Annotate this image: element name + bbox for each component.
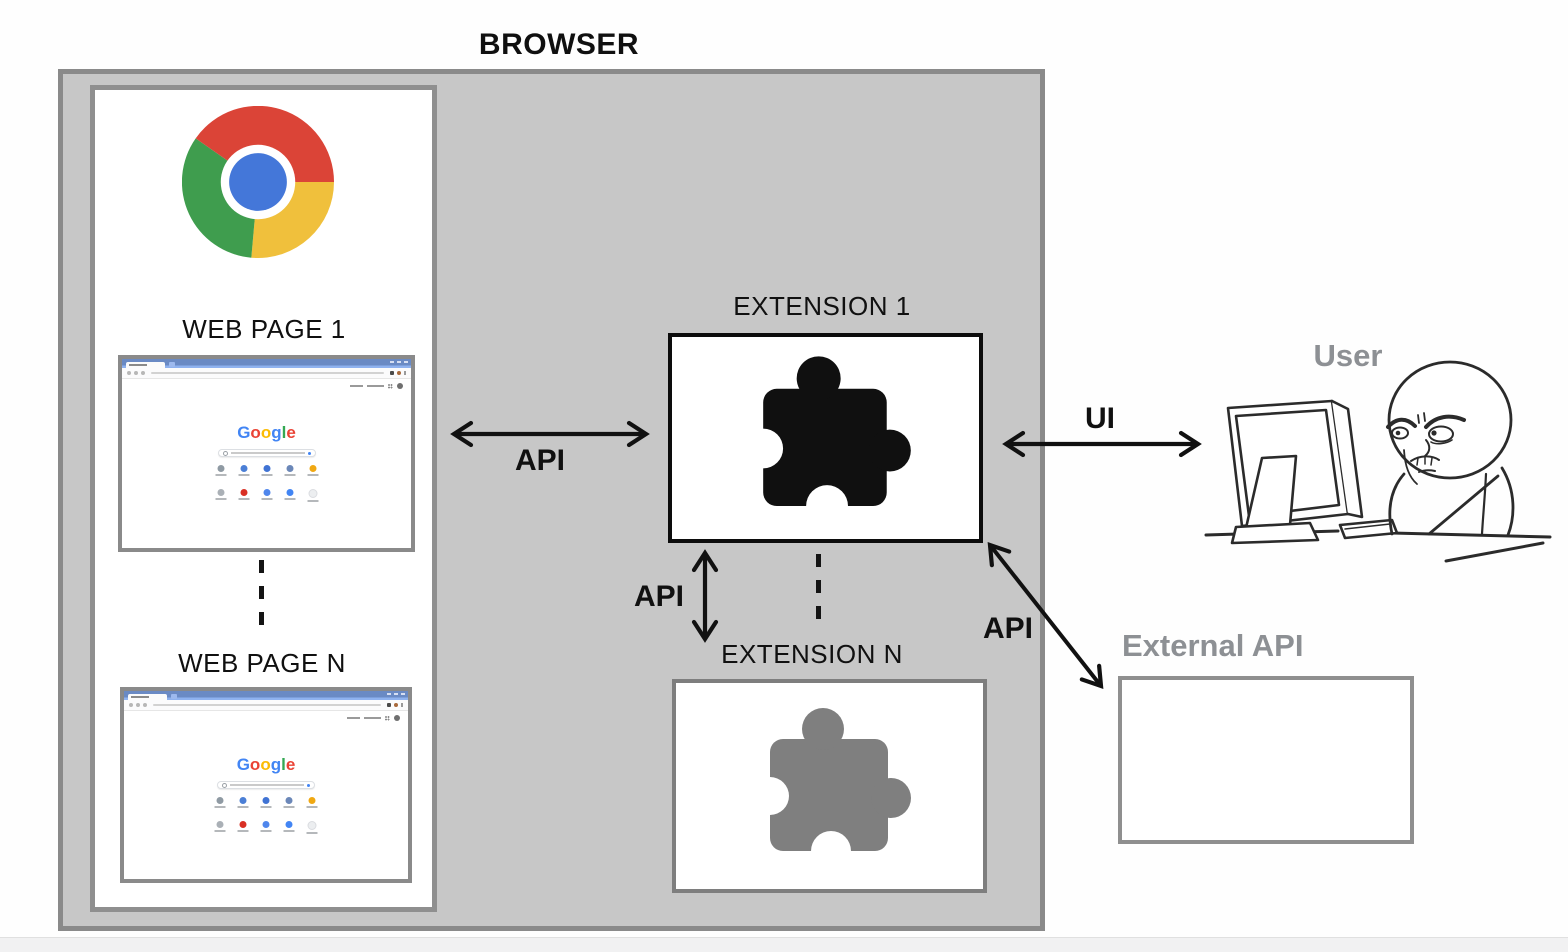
ui-arrow-extension-user (1002, 430, 1202, 458)
browser-title: BROWSER (478, 28, 640, 61)
mini-avatar (397, 383, 403, 389)
page-bottom-strip (0, 937, 1568, 952)
mini-shortcut (237, 797, 249, 808)
mini-shortcut-row (214, 797, 318, 808)
mini-shortcut (306, 821, 318, 834)
mini-google-logo: Google (236, 755, 296, 774)
web-page-n-thumbnail: Google (120, 687, 412, 883)
mini-new-tab-button (169, 362, 175, 367)
api-arrow-extension-external (987, 541, 1104, 690)
pages-ellipsis-dashed-line (259, 560, 264, 632)
mini-shortcut (307, 489, 318, 502)
mini-forward-icon (136, 703, 140, 707)
mini-extension-icon (394, 703, 398, 707)
mini-shortcut (215, 465, 226, 476)
external-api-label: External API (1122, 628, 1304, 663)
mini-browser-tab (126, 362, 165, 368)
extension-1-label: EXTENSION 1 (733, 291, 911, 321)
mini-shortcut (283, 797, 295, 808)
mini-browser-titlebar (122, 359, 411, 368)
mini-browser-toolbar (122, 368, 411, 379)
mini-shortcut (215, 489, 226, 502)
mini-shortcut-row (215, 489, 318, 502)
mini-shortcut (283, 821, 295, 834)
mini-browser-titlebar (124, 691, 408, 700)
extensions-ellipsis-dashed-line (816, 554, 821, 628)
mini-shortcut (284, 489, 295, 502)
mini-shortcut (214, 821, 226, 834)
mini-address-bar (153, 704, 381, 706)
mini-apps-grid-icon (385, 715, 390, 721)
mini-shortcut-row (215, 465, 318, 476)
mini-menu-icon (401, 703, 403, 707)
mini-browser-tab (128, 694, 167, 700)
mini-profile-icon (387, 703, 391, 707)
mini-address-bar (151, 372, 384, 374)
mini-shortcut (237, 821, 249, 834)
mini-apps-grid-icon (388, 383, 393, 389)
mini-shortcut (260, 797, 272, 808)
mini-shortcut (284, 465, 295, 476)
mini-search-icon (222, 782, 227, 788)
web-page-1-label: WEB PAGE 1 (182, 314, 346, 344)
mini-shortcut (214, 797, 226, 808)
extension-n-box (672, 679, 987, 893)
api-arrow-pages-extension (450, 420, 650, 448)
mini-refresh-icon (143, 703, 147, 707)
mini-shortcut-row (214, 821, 318, 834)
mini-back-icon (129, 703, 133, 707)
chrome-logo-icon (182, 106, 334, 258)
mini-profile-icon (390, 371, 394, 375)
mini-forward-icon (134, 371, 138, 375)
mini-back-icon (127, 371, 131, 375)
mini-mic-icon (307, 783, 310, 787)
mini-mic-icon (307, 451, 311, 455)
user-label: User (1313, 338, 1383, 373)
user-at-computer-illustration (1204, 360, 1552, 563)
mini-shortcut (260, 821, 272, 834)
ui-label: UI (1085, 402, 1115, 435)
api-extensions-label: API (633, 580, 685, 613)
mini-google-logo: Google (237, 423, 296, 442)
web-page-1-thumbnail: Google (118, 355, 415, 552)
mini-window-controls (390, 361, 408, 363)
mini-extension-icon (397, 371, 401, 375)
extension-1-puzzle-icon (742, 356, 911, 527)
mini-new-tab-button (171, 694, 177, 699)
mini-avatar (394, 715, 400, 721)
mini-shortcut (238, 465, 249, 476)
mini-page-content: Google (122, 379, 411, 547)
extension-1-box (668, 333, 983, 543)
extension-n-puzzle-icon (750, 708, 911, 871)
mini-search-bar (217, 781, 315, 789)
mini-window-controls (387, 693, 405, 695)
extension-n-label: EXTENSION N (721, 639, 903, 669)
web-page-n-label: WEB PAGE N (178, 648, 346, 678)
external-api-box (1118, 676, 1414, 844)
mini-shortcut (307, 465, 318, 476)
mini-search-icon (222, 450, 228, 456)
mini-gmail-images-links (350, 383, 403, 389)
mini-gmail-images-links (347, 715, 400, 721)
api-pages-label: API (514, 444, 566, 477)
mini-menu-icon (404, 371, 406, 375)
api-external-label: API (982, 612, 1034, 645)
mini-browser-toolbar (124, 700, 408, 711)
mini-page-content: Google (124, 711, 408, 878)
mini-refresh-icon (141, 371, 145, 375)
mini-shortcut (261, 465, 272, 476)
mini-shortcut (261, 489, 272, 502)
mini-shortcut (238, 489, 249, 502)
mini-shortcut (306, 797, 318, 808)
api-arrow-extensions (691, 549, 719, 643)
mini-search-bar (217, 449, 316, 457)
